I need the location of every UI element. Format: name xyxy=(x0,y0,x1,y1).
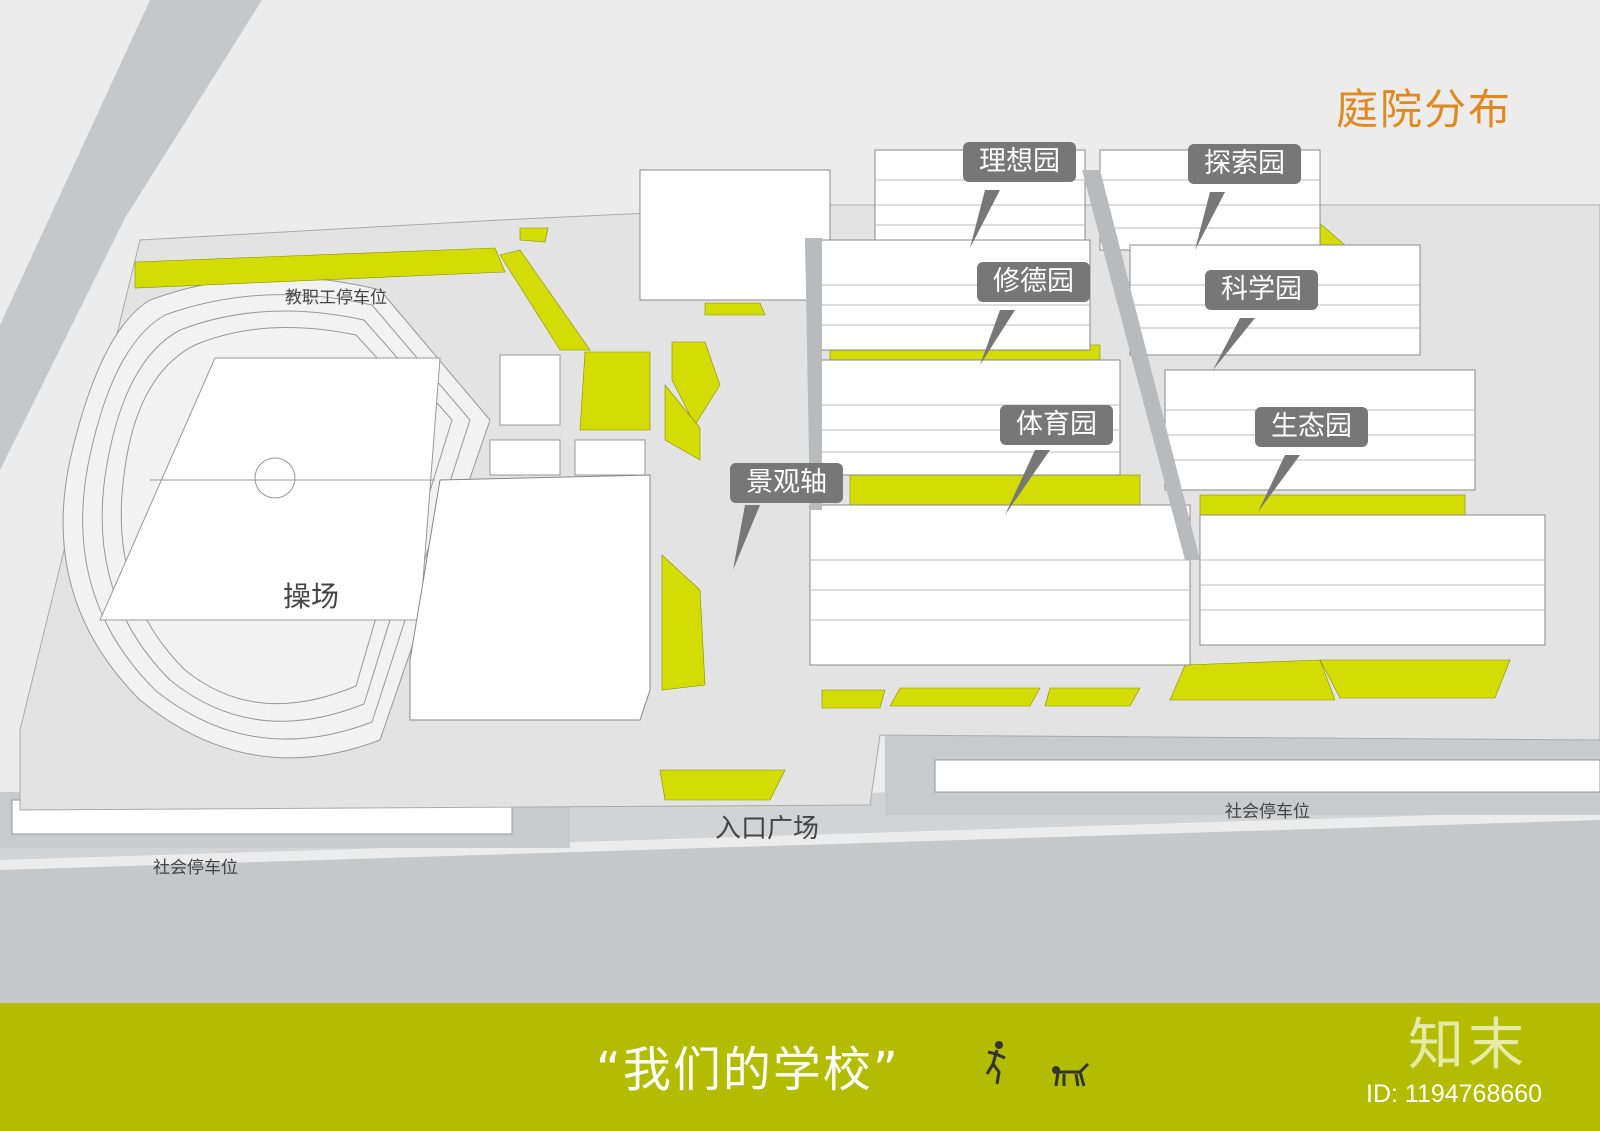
callout-tansuo: 探索园 xyxy=(1188,144,1301,184)
corridor-center xyxy=(1082,170,1200,560)
callout-xiude: 修德园 xyxy=(977,262,1090,302)
green-areas xyxy=(134,214,1511,801)
runner-icon xyxy=(985,1040,1009,1086)
label-entrance-plaza: 入口广场 xyxy=(715,814,820,844)
basketball-court-1 xyxy=(499,354,561,426)
label-playground: 操场 xyxy=(283,580,340,613)
page-title: 庭院分布 xyxy=(1336,85,1513,134)
diagonal-road xyxy=(0,0,262,470)
callout-pointers xyxy=(733,190,1300,570)
running-track xyxy=(62,276,491,759)
gym-building xyxy=(409,474,651,721)
basketball-court-3 xyxy=(574,439,646,476)
corridor-left xyxy=(805,238,822,510)
main-road xyxy=(0,820,1600,1003)
callout-shengtai: 生态园 xyxy=(1255,407,1368,447)
dog-icon xyxy=(1050,1062,1092,1088)
label-public-parking-right: 社会停车位 xyxy=(1225,802,1310,822)
image-id: ID: 1194768660 xyxy=(1366,1080,1543,1108)
brand-logo: 知末 xyxy=(1408,1013,1528,1078)
callout-lixiang: 理想园 xyxy=(963,142,1076,182)
callout-tiyu: 体育园 xyxy=(1000,405,1113,445)
label-staff-parking: 教职工停车位 xyxy=(285,288,387,308)
callout-jingguan: 景观轴 xyxy=(730,463,843,503)
footer-slogan: “我们的学校” xyxy=(596,1042,900,1098)
teaching-buildings xyxy=(809,149,1546,666)
basketball-court-2 xyxy=(489,439,561,476)
label-public-parking-left: 社会停车位 xyxy=(153,858,238,878)
office-building xyxy=(639,169,831,301)
footer-bar xyxy=(0,1003,1600,1131)
callout-kexue: 科学园 xyxy=(1205,270,1318,310)
parking-lot-right xyxy=(934,759,1600,793)
